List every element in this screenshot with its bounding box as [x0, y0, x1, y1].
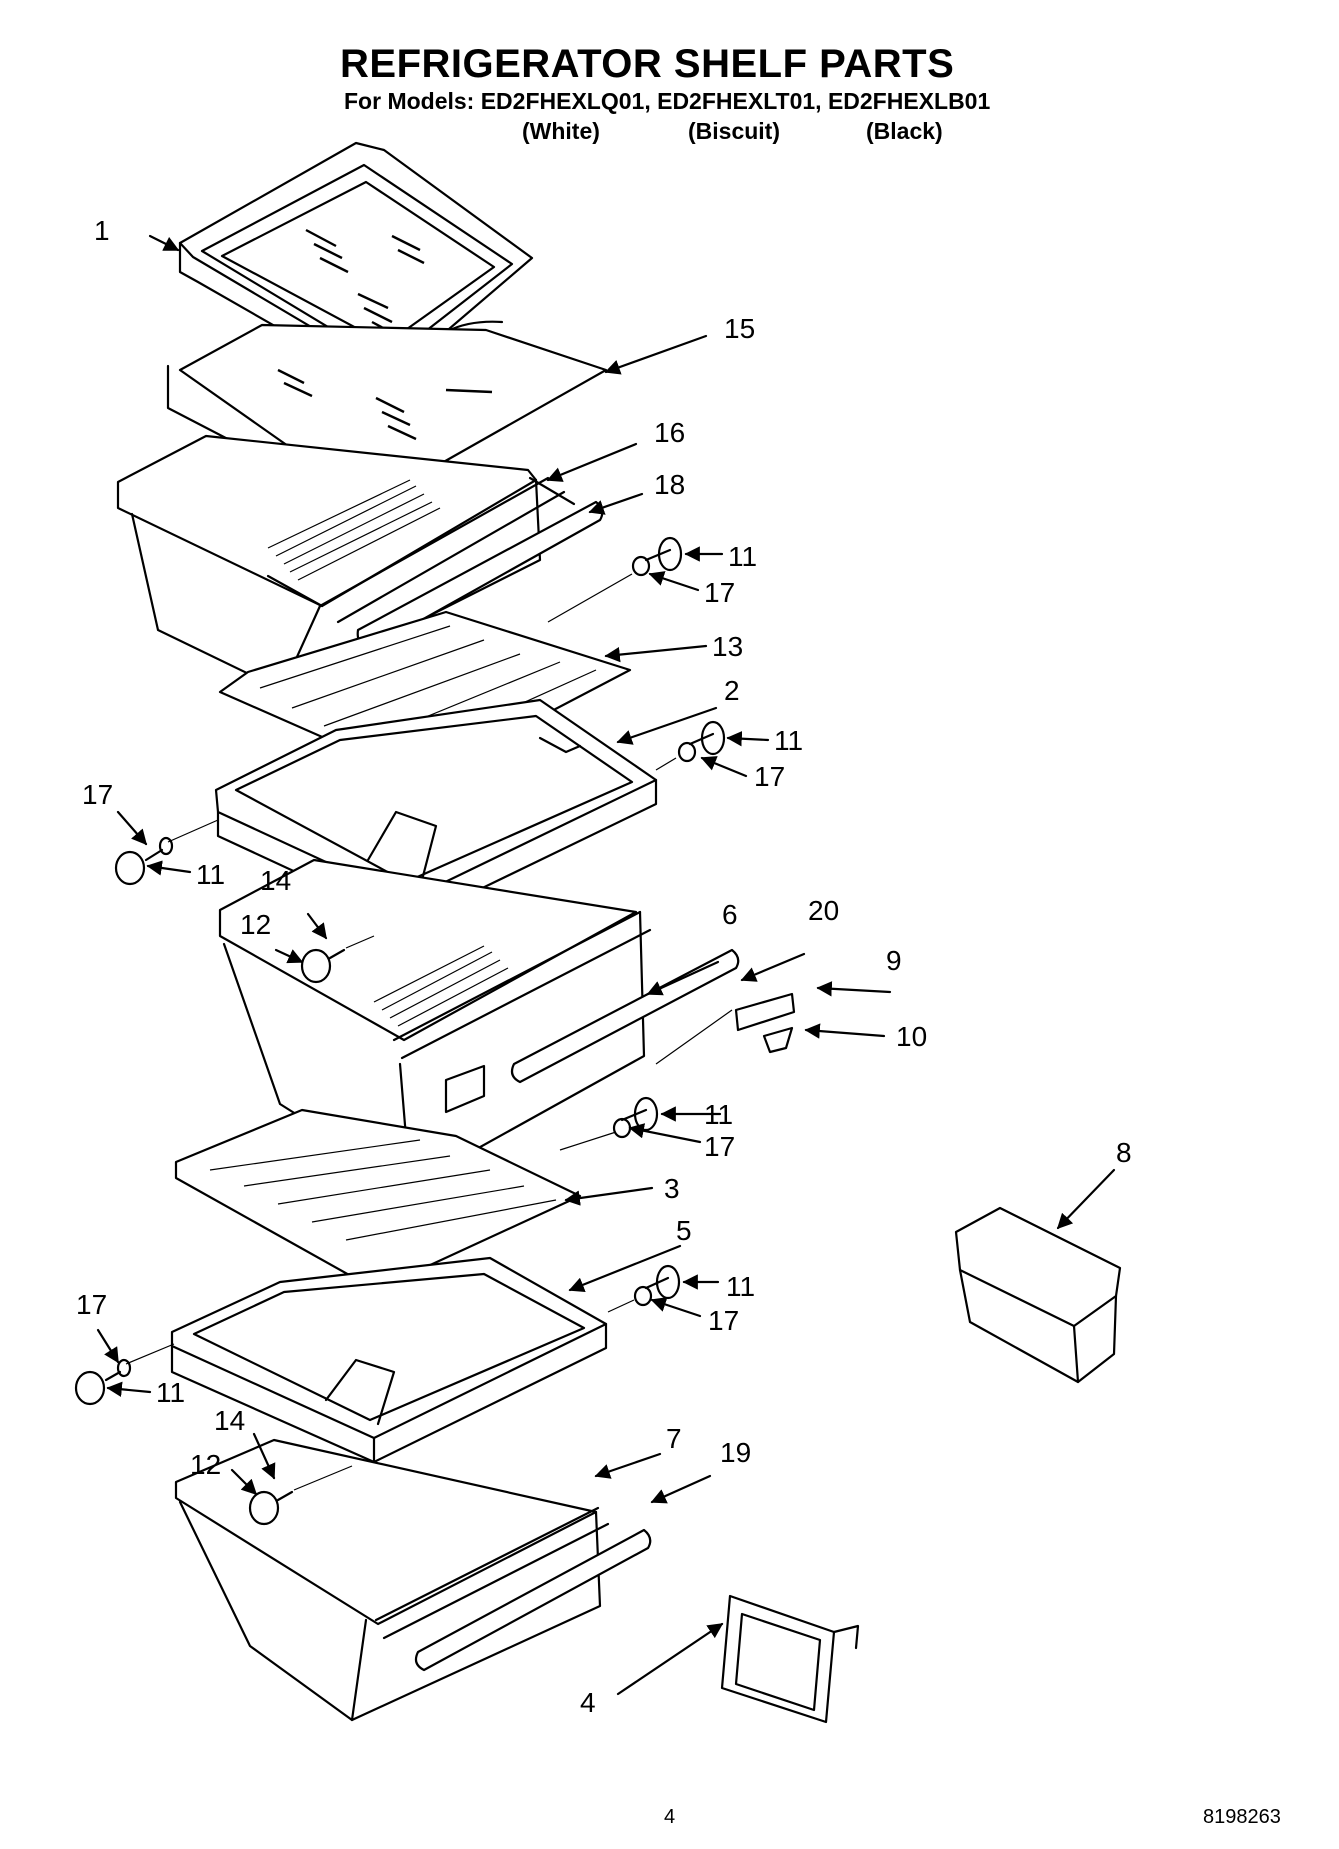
page-title: REFRIGERATOR SHELF PARTS — [340, 42, 955, 86]
callout-5: 5 — [676, 1215, 692, 1246]
callout-labels: 1 15 16 18 11 17 13 2 11 17 17 11 14 12 … — [76, 215, 1132, 1718]
part-vent-control — [734, 992, 796, 1054]
variant-white: (White) — [522, 118, 600, 144]
part-shelf-glass-lower — [174, 1108, 582, 1292]
callout-8: 8 — [1116, 1137, 1132, 1168]
models-line: For Models: ED2FHEXLQ01, ED2FHEXLT01, ED… — [344, 88, 991, 114]
callout-12: 12 — [240, 909, 271, 940]
variant-black: (Black) — [866, 118, 943, 144]
callout-10: 10 — [896, 1021, 927, 1052]
callout-11: 11 — [156, 1377, 185, 1408]
callout-2: 2 — [724, 675, 740, 706]
callout-11: 11 — [726, 1271, 755, 1302]
part-badge — [720, 1594, 860, 1724]
callout-18: 18 — [654, 469, 685, 500]
page-number: 4 — [664, 1806, 676, 1828]
hardware-parts — [74, 536, 726, 1526]
callout-3: 3 — [664, 1173, 680, 1204]
callout-11: 11 — [704, 1099, 733, 1130]
callout-6: 6 — [722, 899, 738, 930]
callout-17: 17 — [82, 779, 113, 810]
document-number: 8198263 — [1203, 1806, 1281, 1828]
callout-1: 1 — [94, 215, 110, 246]
callout-16: 16 — [654, 417, 685, 448]
callout-17: 17 — [76, 1289, 107, 1320]
part-upper-crisper-drawer — [116, 434, 604, 692]
callout-17: 17 — [704, 577, 735, 608]
callout-7: 7 — [666, 1423, 682, 1454]
callout-11: 11 — [774, 725, 803, 756]
part-dairy-bin — [954, 1206, 1122, 1384]
callout-15: 15 — [724, 313, 755, 344]
part-bottom-drawer — [174, 1438, 652, 1722]
callout-14: 14 — [260, 865, 291, 896]
callout-17: 17 — [704, 1131, 735, 1162]
callout-11: 11 — [196, 859, 225, 890]
callout-14: 14 — [214, 1405, 245, 1436]
callout-20: 20 — [808, 895, 839, 926]
callout-17: 17 — [708, 1305, 739, 1336]
part-shelf-frame-lower — [170, 1256, 608, 1464]
callout-arrows — [96, 234, 1116, 1696]
callout-11: 11 — [728, 541, 757, 572]
callout-9: 9 — [886, 945, 902, 976]
variant-biscuit: (Biscuit) — [688, 118, 780, 144]
connector-lines — [125, 573, 733, 1491]
callout-17: 17 — [754, 761, 785, 792]
callout-19: 19 — [720, 1437, 751, 1468]
callout-13: 13 — [712, 631, 743, 662]
callout-12: 12 — [190, 1449, 221, 1480]
callout-4: 4 — [580, 1687, 596, 1718]
